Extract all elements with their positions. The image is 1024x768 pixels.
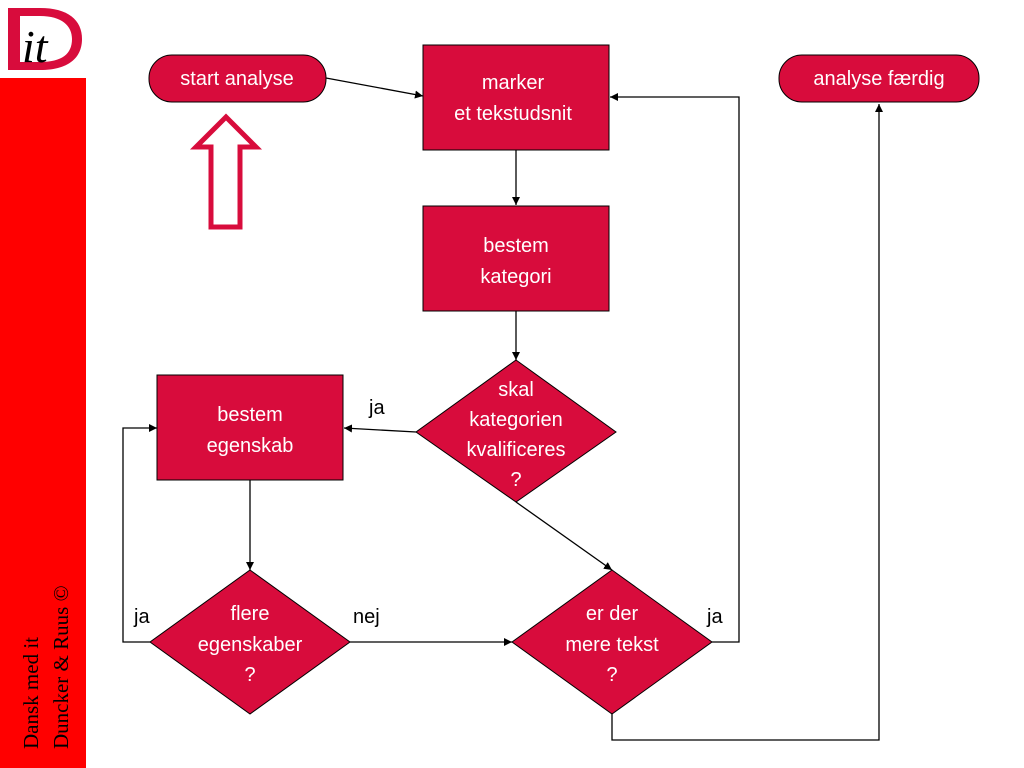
edge-flere-loop — [122, 424, 157, 643]
node-flere-label-2: egenskaber — [198, 634, 303, 656]
node-kategori — [422, 205, 610, 312]
edge-label-flere-ja: ja — [133, 606, 150, 628]
node-start — [148, 54, 327, 103]
sidebar-credit: Dansk med it Duncker & Ruus © — [8, 494, 88, 754]
sidebar-line-2: Duncker & Ruus © — [49, 585, 73, 749]
node-kategori-label-2: kategori — [480, 266, 551, 288]
edge-label-kvalificeres-ja: ja — [368, 397, 385, 419]
logo: it — [0, 0, 86, 78]
node-flere-label-3: ? — [244, 664, 255, 686]
node-mere-label-2: mere tekst — [565, 634, 659, 656]
node-kvalificeres-label-2: kategorien — [469, 409, 562, 431]
sidebar: it Dansk med it Duncker & Ruus © — [0, 0, 86, 768]
edge-label-mere-ja: ja — [706, 606, 723, 628]
node-flere-label-1: flere — [231, 603, 270, 625]
edge-label-flere-nej: nej — [353, 606, 380, 628]
node-kvalificeres-label-3: kvalificeres — [467, 439, 566, 461]
node-marker — [422, 44, 610, 151]
node-marker-label-1: marker — [482, 72, 545, 94]
logo-mark: it — [8, 8, 82, 72]
node-mere-label-3: ? — [606, 664, 617, 686]
edge-kvalificeres-to-egenskab — [343, 424, 417, 433]
node-kategori-label-1: bestem — [483, 235, 549, 257]
node-done — [778, 54, 980, 103]
edge-start-to-marker — [325, 77, 424, 99]
node-kvalificeres-label-4: ? — [510, 469, 521, 491]
node-marker-label-2: et tekstudsnit — [454, 103, 572, 125]
edge-mere-to-marker — [610, 93, 740, 643]
node-egenskab-label-2: egenskab — [207, 435, 294, 457]
node-kvalificeres — [415, 359, 617, 503]
node-flere — [149, 569, 351, 715]
node-egenskab-label-1: bestem — [217, 404, 283, 426]
node-mere-label-1: er der — [586, 603, 639, 625]
node-kvalificeres-label-1: skal — [498, 379, 534, 401]
up-arrow-icon — [189, 113, 263, 230]
node-mere — [511, 569, 713, 715]
edge-kvalificeres-to-mere — [515, 501, 613, 571]
sidebar-line-1: Dansk med it — [19, 637, 43, 749]
node-start-label: start analyse — [180, 68, 293, 90]
node-done-label: analyse færdig — [813, 68, 944, 90]
edge-mere-to-done — [611, 104, 883, 741]
node-egenskab — [156, 374, 344, 481]
logo-text: it — [22, 21, 49, 72]
